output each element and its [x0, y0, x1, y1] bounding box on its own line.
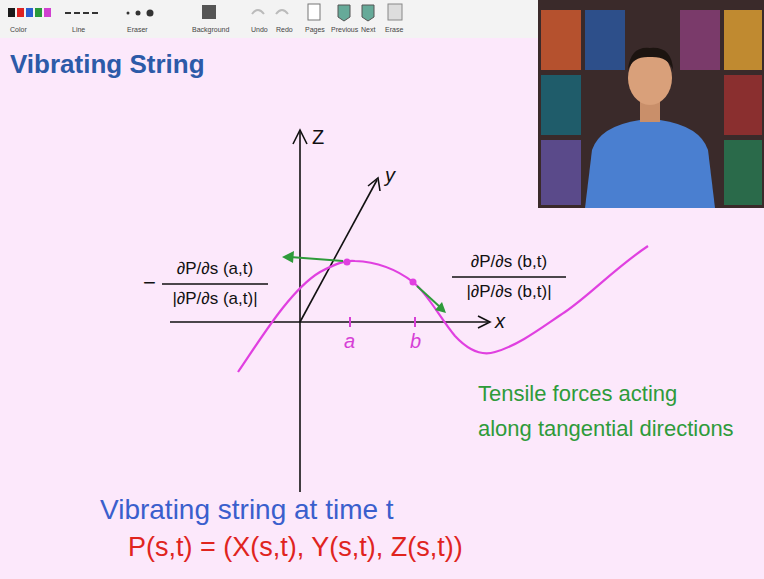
backdrop-tile — [724, 140, 762, 205]
fraction-bar — [162, 283, 268, 285]
z-axis — [299, 132, 301, 492]
presenter-hair — [628, 48, 673, 70]
point-label: a — [344, 330, 355, 353]
point-a — [344, 259, 351, 266]
fraction-numerator: ∂P/∂s (a,t) — [177, 259, 253, 279]
backdrop-tile — [724, 10, 762, 70]
arrowhead — [435, 302, 446, 313]
toolbar-label: Background — [192, 26, 229, 34]
y-arrowhead — [368, 178, 380, 191]
annotation: Tensile forces acting along tangential d… — [478, 376, 736, 446]
color-swatch — [35, 8, 42, 17]
toolbar-label: Next — [361, 26, 375, 34]
slide-title: Vibrating String — [10, 50, 205, 80]
z-arrowhead — [293, 130, 307, 144]
axis-label: x — [495, 310, 505, 333]
toolbar-label: Pages — [305, 26, 325, 34]
previous-icon — [338, 5, 350, 21]
backdrop-tile — [541, 10, 581, 70]
point-b — [410, 279, 417, 286]
undo-icon — [252, 10, 264, 14]
point-label: b — [410, 330, 421, 353]
tick-b — [414, 317, 416, 327]
backdrop-tile — [541, 75, 581, 135]
next-icon — [362, 5, 374, 21]
color-swatch — [44, 8, 51, 17]
eraser-icon — [127, 12, 130, 15]
video-panel — [538, 0, 764, 208]
x-axis — [170, 321, 488, 323]
backdrop-tile — [680, 10, 720, 70]
presenter-shirt — [585, 120, 715, 208]
y-axis — [300, 180, 377, 322]
toolbar-label: Undo — [251, 26, 268, 34]
fraction-denominator: |∂P/∂s (b,t)| — [466, 282, 551, 302]
tick-a — [349, 317, 351, 327]
arrowhead — [282, 251, 294, 263]
fraction-numerator: ∂P/∂s (b,t) — [471, 252, 547, 272]
color-swatch — [8, 8, 15, 17]
backdrop-tile — [541, 140, 581, 205]
toolbar — [0, 0, 538, 38]
fraction-bar — [452, 276, 566, 278]
axis-label: Z — [312, 126, 324, 149]
toolbar-label: Redo — [276, 26, 293, 34]
toolbar-label: Line — [72, 26, 85, 34]
tension-arrows — [282, 251, 446, 313]
erase-icon — [388, 4, 402, 20]
axes — [170, 130, 490, 492]
redo-icon — [276, 10, 288, 14]
axis-ticks — [350, 317, 415, 327]
color-swatch — [26, 8, 33, 17]
vibrating-string — [238, 246, 648, 372]
toolbar-label: Color — [10, 26, 27, 34]
tension-arrow-b — [417, 286, 440, 307]
axis-label: y — [385, 164, 395, 187]
video-background — [538, 0, 764, 208]
tension-arrow-a — [290, 257, 343, 261]
toolbar-label: Erase — [385, 26, 403, 34]
eraser-icon — [147, 10, 154, 17]
toolbar-label: Previous — [331, 26, 358, 34]
equation: P(s,t) = (X(s,t), Y(s,t), Z(s,t)) — [128, 532, 463, 563]
fraction-denominator: |∂P/∂s (a,t)| — [172, 289, 257, 309]
minus-sign: − — [143, 270, 156, 295]
toolbar-bar — [0, 0, 538, 38]
toolbar-label: Eraser — [127, 26, 148, 34]
pages-icon — [308, 4, 320, 20]
x-arrowhead — [478, 316, 490, 328]
color-swatch — [17, 8, 24, 17]
caption-note: Vibrating string at time t — [100, 494, 394, 526]
backdrop-tile — [724, 75, 762, 135]
eraser-icon — [136, 11, 141, 16]
background-icon — [202, 5, 216, 19]
backdrop-tile — [585, 10, 625, 70]
line-icon — [65, 12, 98, 14]
